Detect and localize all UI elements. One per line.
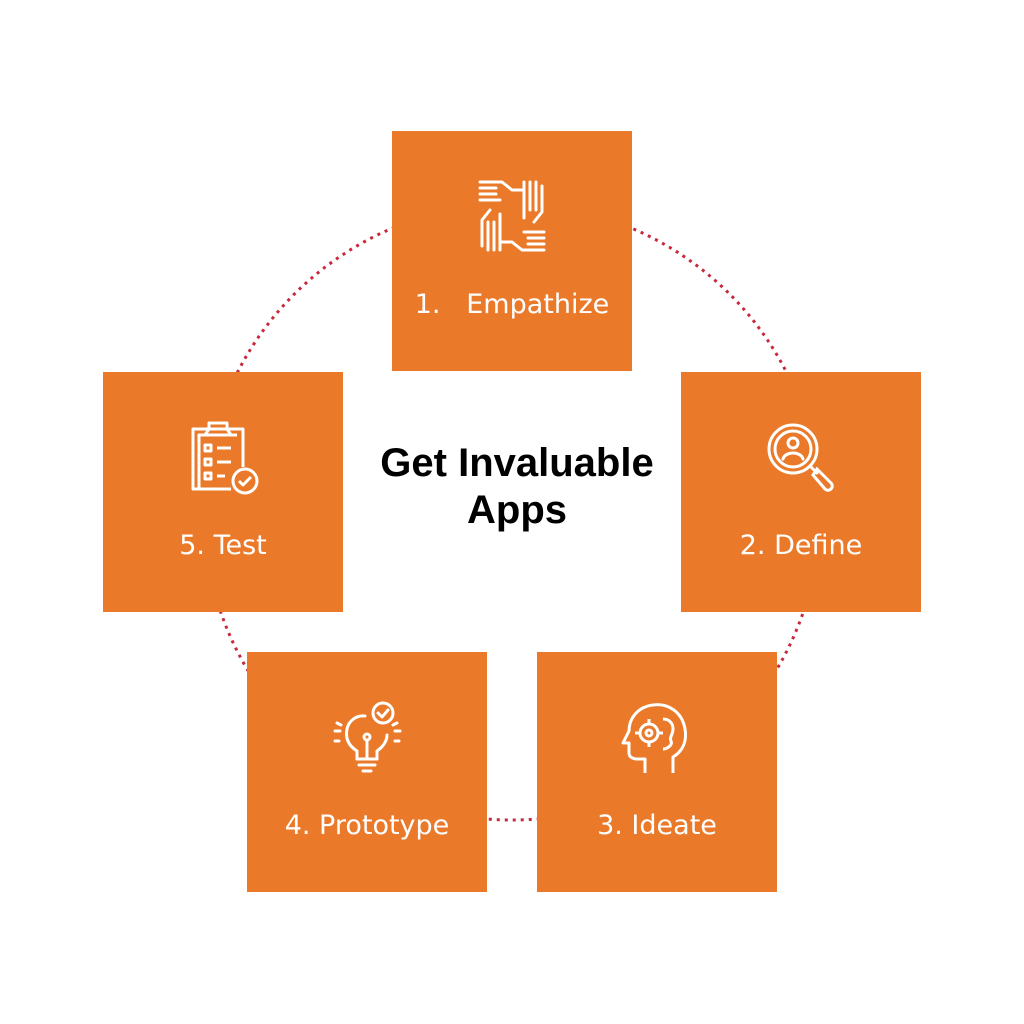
magnifier-user-icon (767, 423, 834, 492)
step-label: 3. Ideate (597, 810, 717, 841)
step-label: 1. Empathize (414, 289, 610, 320)
clipboard-check-icon (191, 421, 259, 495)
step-prototype: 4. Prototype (247, 652, 487, 892)
title-line-1: Get Invaluable (380, 441, 654, 485)
step-label: 5. Test (179, 530, 267, 561)
lightbulb-check-icon (333, 701, 402, 773)
step-define: 2. Define (681, 372, 921, 612)
step-label: 2. Define (739, 530, 863, 561)
title-line-2: Apps (467, 488, 567, 532)
diagram-title: Get Invaluable Apps (337, 440, 697, 534)
step-label: 4. Prototype (284, 810, 450, 841)
step-test: 5. Test (103, 372, 343, 612)
step-empathize: 1. Empathize (392, 131, 632, 371)
head-gear-brain-icon (621, 703, 687, 773)
hands-together-icon (478, 180, 546, 252)
step-ideate: 3. Ideate (537, 652, 777, 892)
